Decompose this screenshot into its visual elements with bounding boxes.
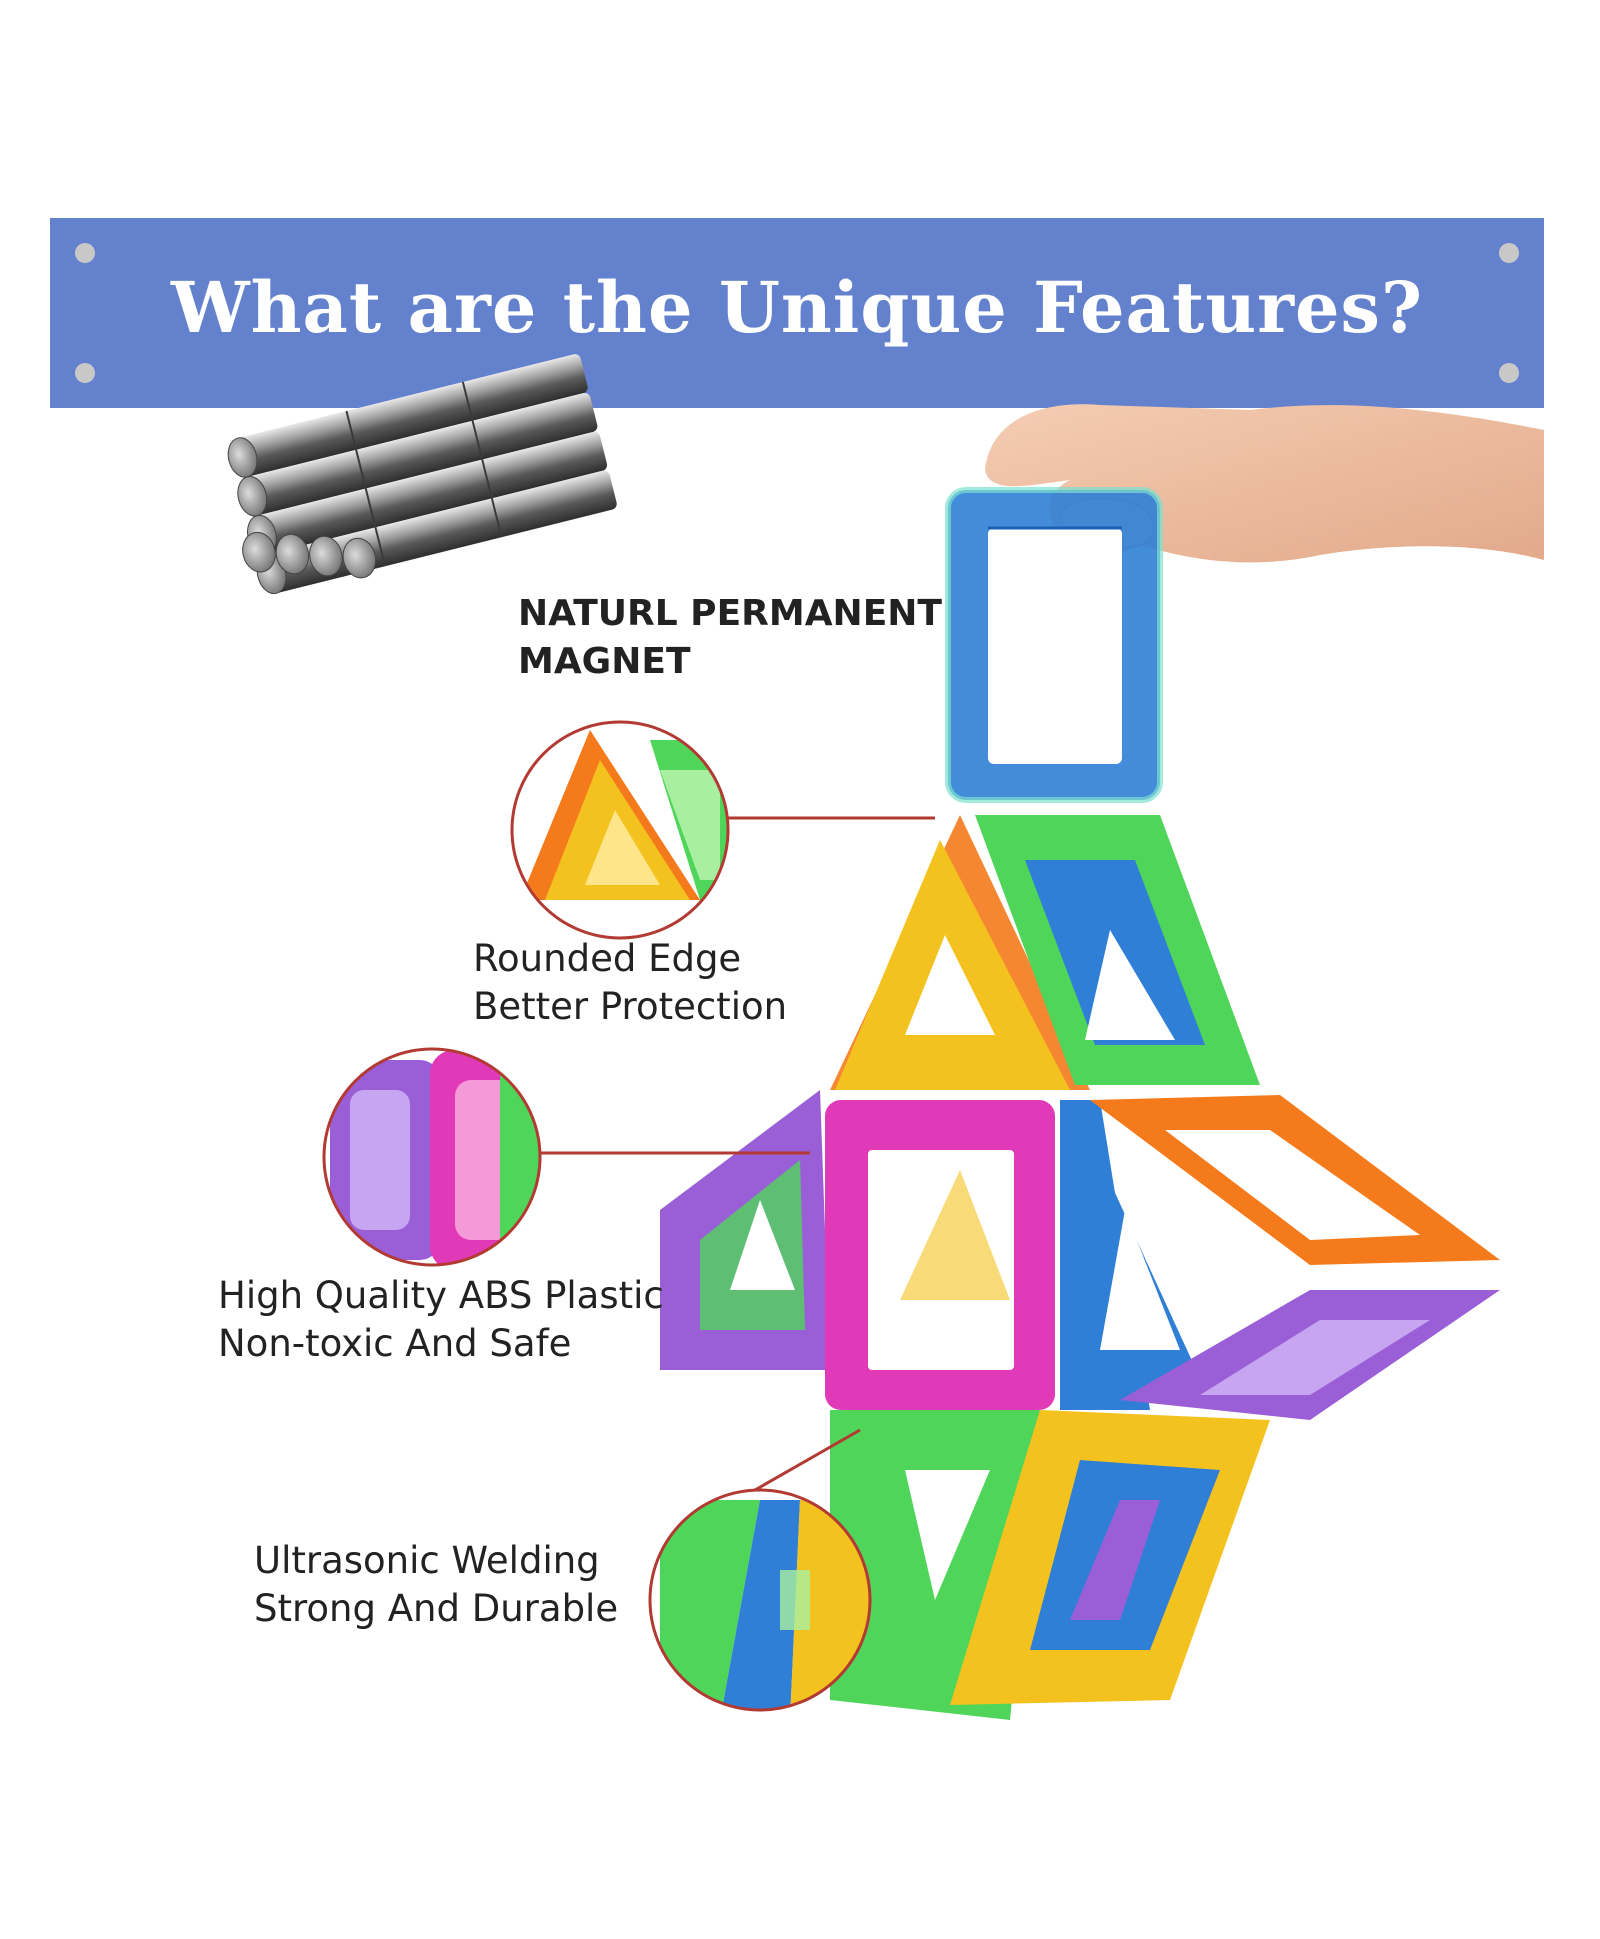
feature-line: MAGNET <box>518 641 691 682</box>
callout-ultrasonic-welding <box>648 1488 872 1712</box>
feature-line: Ultrasonic Welding <box>254 1539 600 1582</box>
title-banner: What are the Unique Features? <box>50 218 1544 408</box>
banner-rivet <box>75 243 95 263</box>
callout-abs-plastic <box>322 1047 542 1267</box>
feature-label-magnet: NATURL PERMANENT MAGNET <box>518 590 942 686</box>
page-title: What are the Unique Features? <box>171 266 1423 349</box>
banner-rivet <box>1499 363 1519 383</box>
feature-label-abs-plastic: High Quality ABS Plastic Non-toxic And S… <box>218 1272 664 1368</box>
feature-label-rounded-edge: Rounded Edge Better Protection <box>473 935 787 1031</box>
feature-line: Strong And Durable <box>254 1587 619 1630</box>
feature-line: Better Protection <box>473 985 788 1028</box>
magnet-cylinders <box>227 354 617 595</box>
feature-line: NATURL PERMANENT <box>518 593 942 634</box>
banner-rivet <box>75 363 95 383</box>
square-tile-blue <box>945 487 1163 803</box>
feature-line: High Quality ABS Plastic <box>218 1274 664 1317</box>
parallelogram-tile-green <box>975 815 1260 1085</box>
banner-rivet <box>1499 243 1519 263</box>
feature-line: Rounded Edge <box>473 937 742 980</box>
bottom-tiles <box>830 1410 1270 1720</box>
callout-rounded-edge <box>510 720 730 940</box>
feature-label-ultrasonic-welding: Ultrasonic Welding Strong And Durable <box>254 1537 618 1633</box>
middle-tiles <box>660 1090 1500 1420</box>
feature-line: Non-toxic And Safe <box>218 1322 572 1365</box>
triangle-tile-yellow <box>835 840 1070 1090</box>
